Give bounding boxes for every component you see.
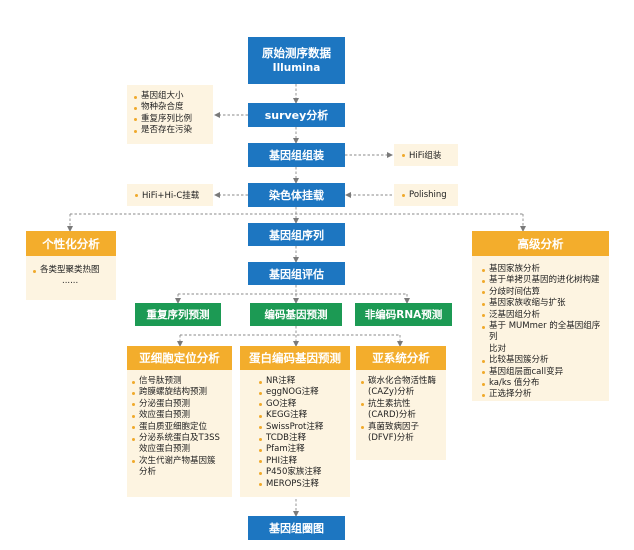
genome-map-box: 基因组圈图	[248, 516, 345, 540]
subcellular-item: 效应蛋白预测	[131, 410, 230, 421]
raw-data-subtitle: Illumina	[272, 61, 321, 74]
noncoding-prediction-box: 非编码RNA预测	[355, 303, 452, 326]
survey-box: survey分析	[248, 103, 345, 127]
assembly-box: 基因组组装	[248, 143, 345, 167]
subsystem-item: 碳水化合物活性酶	[360, 376, 444, 387]
protein-coding-header: 蛋白编码基因预测	[240, 346, 350, 370]
polishing-label: Polishing	[409, 190, 447, 200]
subcellular-item: 分泌系统蛋白及T3SS	[131, 433, 230, 444]
subcellular-body: 信号肽预测 跨膜螺旋结构预测 分泌蛋白预测 效应蛋白预测 蛋白质亚细胞定位 分泌…	[127, 370, 232, 497]
subsystem-continuation: (CARD)分析	[368, 410, 416, 421]
advanced-item: ka/ks 值分布	[481, 378, 606, 389]
survey-note: 基因组大小	[133, 91, 209, 102]
advanced-item: 比较基因簇分析	[481, 355, 606, 366]
advanced-analysis-body: 基因家族分析 基于单拷贝基因的进化树构建 分歧时间估算 基因家族收缩与扩张 泛基…	[472, 256, 609, 401]
subcellular-continuation: 分析	[139, 467, 157, 478]
personal-ellipsis: ......	[62, 276, 79, 287]
advanced-analysis-header: 高级分析	[472, 231, 609, 256]
advanced-item: 正选择分析	[481, 389, 606, 400]
advanced-item: 基于单拷贝基因的进化树构建	[481, 275, 606, 286]
raw-data-title: 原始测序数据	[262, 45, 331, 60]
protein-item: NR注释	[258, 376, 348, 387]
protein-item: SwissProt注释	[258, 422, 348, 433]
protein-item: P450家族注释	[258, 467, 348, 478]
bullet-icon	[402, 153, 405, 157]
subsystem-body: 碳水化合物活性酶 (CAZy)分析 抗生素抗性 (CARD)分析 真菌致病因子 …	[356, 370, 446, 460]
protein-item: PHI注释	[258, 456, 348, 467]
personal-item: 各类型聚类热图	[32, 265, 112, 276]
protein-item: eggNOG注释	[258, 387, 348, 398]
advanced-item: 分歧时间估算	[481, 287, 606, 298]
subcellular-item: 信号肽预测	[131, 376, 230, 387]
raw-data-box: 原始测序数据 Illumina	[248, 37, 345, 84]
chromosome-box: 染色体挂载	[248, 183, 345, 207]
protein-coding-body: NR注释 eggNOG注释 GO注释 KEGG注释 SwissProt注释 TC…	[240, 370, 350, 497]
genome-seq-box: 基因组序列	[248, 223, 345, 246]
advanced-item: 基因家族收缩与扩张	[481, 298, 606, 309]
subsystem-item: 抗生素抗性	[360, 399, 444, 410]
advanced-item: 基因组层面call变异	[481, 367, 606, 378]
protein-item: MEROPS注释	[258, 479, 348, 490]
bullet-icon	[402, 193, 405, 197]
personal-analysis-body: 各类型聚类热图 ......	[26, 256, 116, 300]
protein-item: TCDB注释	[258, 433, 348, 444]
advanced-item-continuation: 比对	[489, 343, 507, 354]
survey-note: 物种杂合度	[133, 102, 209, 113]
subcellular-continuation: 效应蛋白预测	[139, 444, 191, 455]
hifi-assembly-label: HiFi组装	[409, 151, 442, 161]
subcellular-item: 次生代谢产物基因簇	[131, 456, 230, 467]
coding-prediction-box: 编码基因预测	[250, 303, 342, 326]
genome-eval-box: 基因组评估	[248, 262, 345, 285]
survey-note: 重复序列比例	[133, 114, 209, 125]
subcellular-item: 蛋白质亚细胞定位	[131, 422, 230, 433]
bullet-icon	[135, 193, 138, 197]
subsystem-continuation: (CAZy)分析	[368, 387, 415, 398]
subsystem-continuation: (DFVF)分析	[368, 433, 414, 444]
survey-notes-box: 基因组大小 物种杂合度 重复序列比例 是否存在污染	[127, 85, 213, 144]
hic-tag: HiFi+Hi-C挂载	[127, 184, 213, 206]
protein-item: KEGG注释	[258, 410, 348, 421]
advanced-item: 泛基因组分析	[481, 310, 606, 321]
advanced-item: 基因家族分析	[481, 264, 606, 275]
protein-item: GO注释	[258, 399, 348, 410]
subcellular-header: 亚细胞定位分析	[127, 346, 232, 370]
repeat-prediction-box: 重复序列预测	[135, 303, 221, 326]
hifi-assembly-tag: HiFi组装	[394, 144, 458, 166]
subsystem-item: 真菌致病因子	[360, 422, 444, 433]
subcellular-item: 跨膜螺旋结构预测	[131, 387, 230, 398]
polishing-tag: Polishing	[394, 184, 458, 206]
personal-analysis-header: 个性化分析	[26, 231, 116, 256]
hic-label: HiFi+Hi-C挂载	[142, 191, 200, 201]
subcellular-item: 分泌蛋白预测	[131, 399, 230, 410]
protein-item: Pfam注释	[258, 444, 348, 455]
advanced-item: 基于 MUMmer 的全基因组序列	[481, 321, 606, 344]
subsystem-header: 亚系统分析	[356, 346, 446, 370]
survey-note: 是否存在污染	[133, 125, 209, 136]
